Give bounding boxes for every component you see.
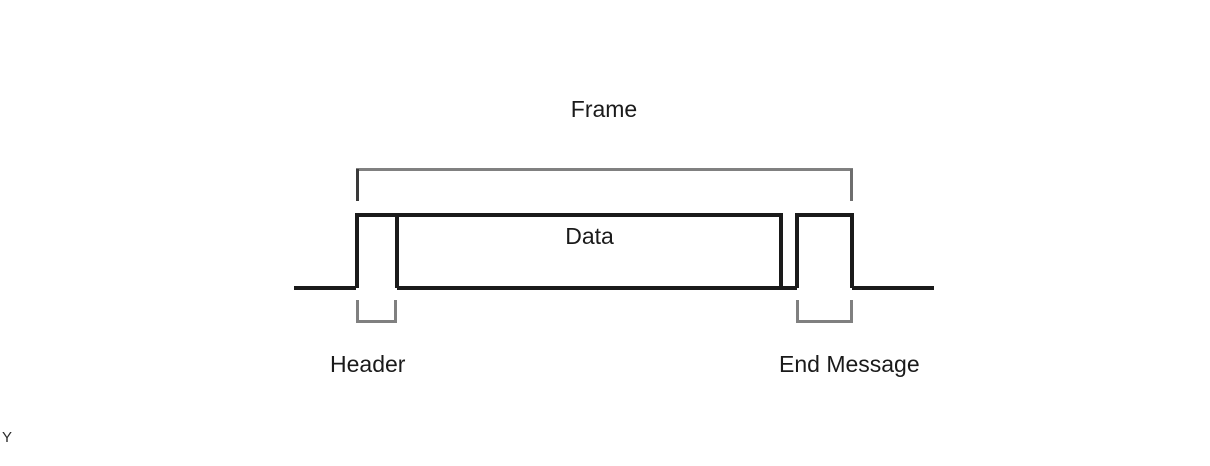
data-label: Data [396,225,783,248]
header-bracket [356,300,397,323]
header-bracket-u [356,300,397,323]
frame-bracket [356,168,853,201]
end-message-bracket [796,300,853,323]
waveform-header-pulse [355,213,397,288]
data-label-text: Data [565,223,614,249]
frame-label-text: Frame [570,96,638,122]
signal-waveform [294,213,934,290]
end-message-bracket-u [796,300,853,323]
waveform-end-message-pulse [795,213,854,288]
header-label: Header [330,351,406,377]
frame-label: Frame [0,98,1210,121]
stray-y-glyph: Y [2,429,13,446]
end-message-label: End Message [779,351,920,377]
